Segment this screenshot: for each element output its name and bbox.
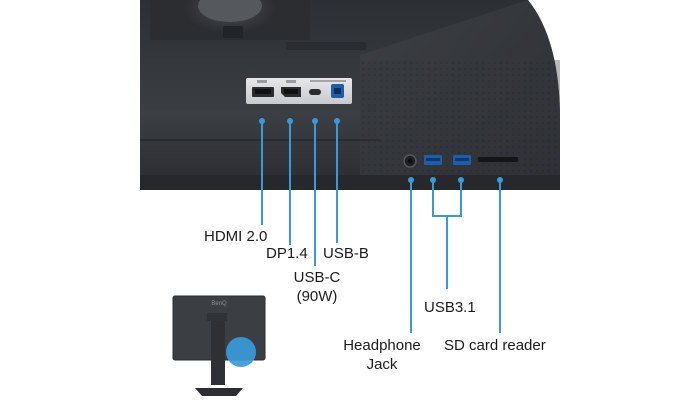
port-panel — [246, 78, 352, 104]
label-headphone-line2: Jack — [366, 356, 398, 373]
label-usb-c: USB-C (90W) — [286, 268, 348, 306]
monitor-inset-thumbnail: BenQ — [172, 295, 266, 396]
label-headphone-line1: Headphone — [343, 337, 421, 354]
dp-port — [281, 87, 301, 97]
label-usb-c-line2: (90W) — [296, 288, 338, 305]
label-usb-3-1: USB3.1 — [424, 299, 476, 316]
headphone-jack — [403, 154, 417, 168]
callout-lines — [261, 121, 501, 333]
usb-3-1-ports — [424, 155, 471, 165]
label-usb-b: USB-B — [323, 245, 369, 262]
stand-mount — [150, 0, 366, 50]
label-dp-1-4: DP1.4 — [266, 245, 308, 262]
label-hdmi-2-0: HDMI 2.0 — [204, 228, 268, 245]
monitor-rear-body — [140, 0, 560, 190]
usb-c-port — [309, 89, 321, 95]
hdmi-port — [252, 87, 274, 97]
sd-card-slot — [478, 157, 518, 162]
usb-b-port — [331, 84, 344, 98]
label-headphone-jack: Headphone Jack — [332, 336, 432, 374]
inset-brand-logo: BenQ — [211, 301, 227, 307]
label-sd-card-reader: SD card reader — [444, 337, 546, 354]
callout-dots — [259, 118, 503, 183]
label-usb-c-line1: USB-C — [293, 269, 341, 286]
